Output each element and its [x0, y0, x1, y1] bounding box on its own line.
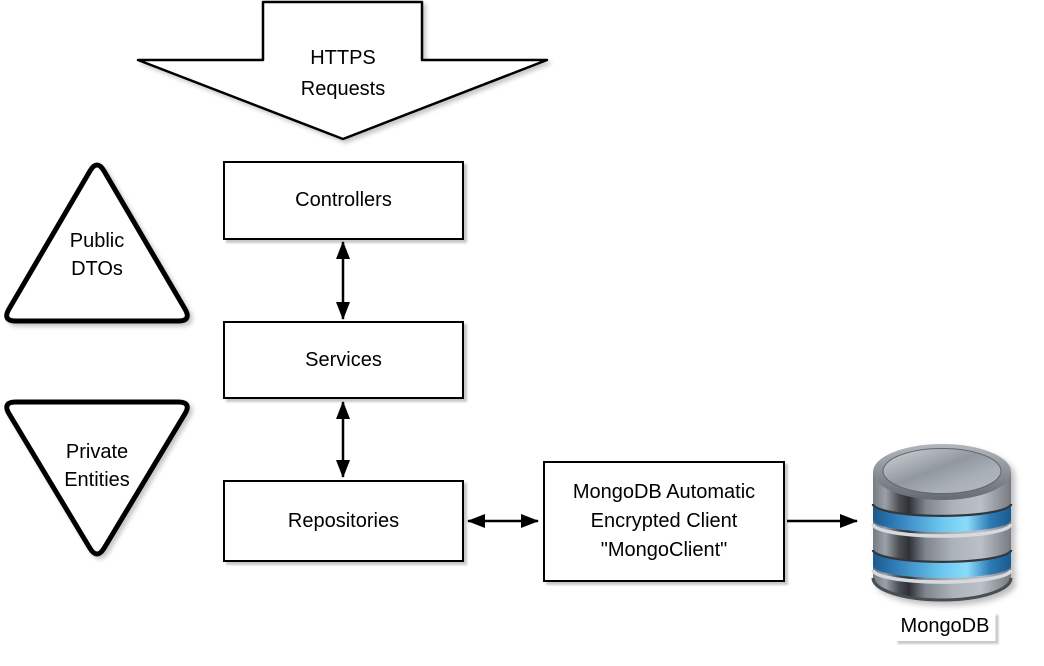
- mongodb-label: MongoDB: [894, 612, 996, 641]
- https-requests-line1: HTTPS: [310, 47, 376, 69]
- repositories-box: Repositories: [223, 480, 464, 562]
- https-requests-line2: Requests: [300, 78, 386, 100]
- public-dtos-line2: DTOs: [71, 258, 123, 280]
- private-entities-line2: Entities: [64, 469, 130, 491]
- mongo-client-box: MongoDB Automatic Encrypted Client "Mong…: [543, 461, 785, 582]
- services-box: Services: [223, 321, 464, 399]
- https-requests-arrow-shape: [136, 0, 549, 141]
- public-dtos-triangle: [4, 162, 190, 324]
- private-entities-line1: Private: [65, 441, 129, 463]
- public-dtos-line1: Public: [69, 230, 125, 252]
- mongodb-database-icon: [871, 444, 1013, 602]
- controllers-label: Controllers: [295, 189, 392, 211]
- mongo-client-label: MongoDB Automatic Encrypted Client "Mong…: [573, 478, 755, 565]
- mongo-client-line3: "MongoClient": [600, 539, 728, 561]
- services-label: Services: [305, 348, 382, 371]
- https-requests-label: HTTPS Requests: [243, 43, 443, 105]
- private-entities-label: Private Entities: [7, 438, 187, 494]
- controllers-box: Controllers: [223, 161, 464, 240]
- mongo-client-line1: MongoDB Automatic: [572, 481, 756, 503]
- private-entities-triangle: [4, 399, 190, 557]
- public-dtos-label: Public DTOs: [7, 227, 187, 283]
- repositories-label: Repositories: [287, 509, 400, 532]
- mongo-client-line2: Encrypted Client: [590, 510, 738, 532]
